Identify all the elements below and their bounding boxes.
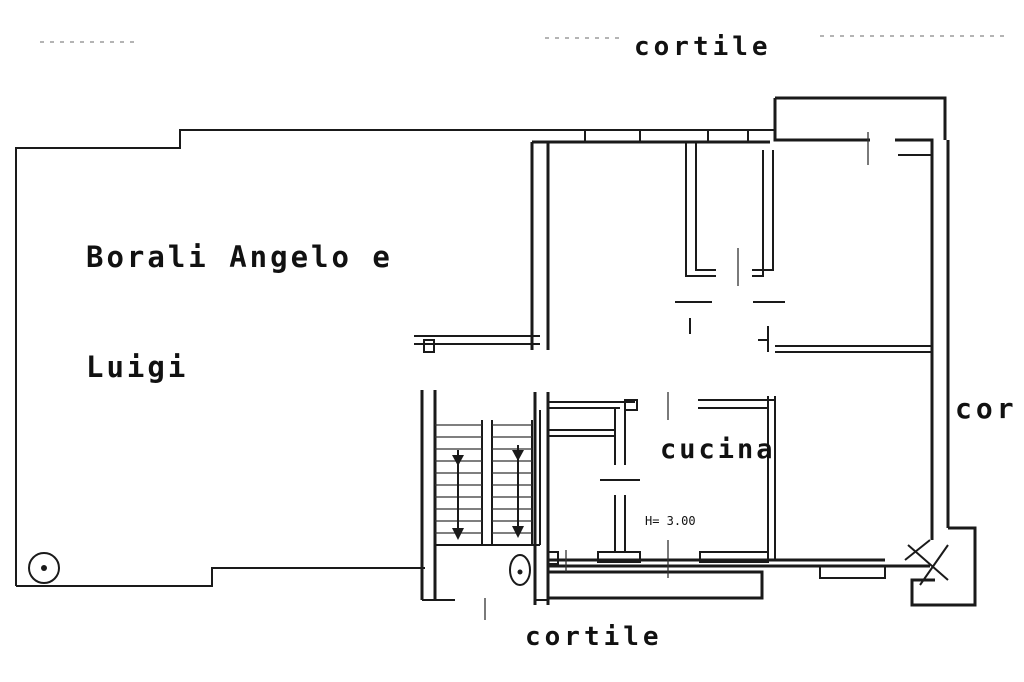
label-cortile-bottom: cortile <box>525 622 663 652</box>
label-height-note: H= 3.00 <box>645 514 696 528</box>
staircase <box>420 390 548 620</box>
partition-left <box>414 335 540 353</box>
outer-walls <box>530 96 977 607</box>
label-cortile-top: cortile <box>634 32 772 62</box>
corner-circle-left <box>28 552 60 584</box>
label-cor-right: cor <box>955 392 1018 425</box>
scan-noise-top <box>40 35 1010 43</box>
interior-walls-upper <box>675 132 932 353</box>
label-owner-line1: Borali Angelo e <box>86 240 393 274</box>
neighbour-property-outline <box>15 129 775 587</box>
windows <box>584 129 886 579</box>
label-cucina: cucina <box>660 434 776 465</box>
label-owner-line2: Luigi <box>86 350 189 384</box>
interior-walls-lower <box>547 392 776 578</box>
corner-door <box>904 539 949 586</box>
